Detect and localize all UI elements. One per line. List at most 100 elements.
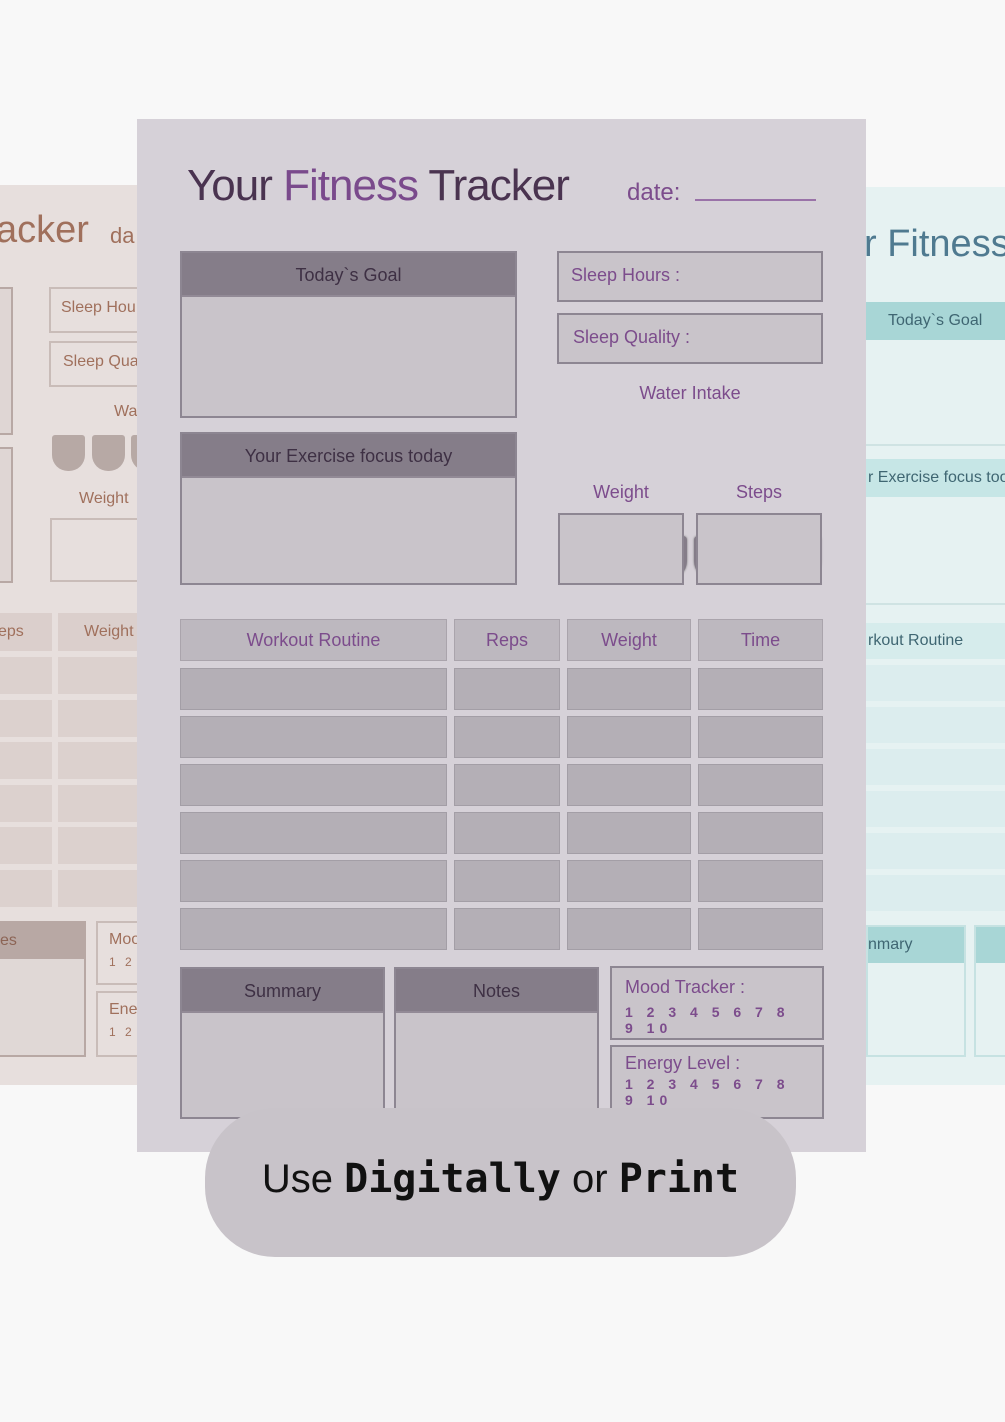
table-header-cell: Reps	[454, 619, 560, 661]
left-energy-box: Ene 1 2	[96, 991, 140, 1057]
left-sheet-preview: acker da Sleep Hou Sleep Qua Wa Weight e…	[0, 185, 140, 1085]
exercise-focus-header: Your Exercise focus today	[182, 434, 515, 478]
left-goal-box	[0, 287, 13, 435]
table-cell[interactable]	[180, 812, 447, 854]
title-tracker: Tracker	[417, 161, 569, 210]
left-table-cell	[0, 742, 52, 779]
left-sleep-quality: Sleep Qua	[49, 341, 140, 387]
left-table-cell	[58, 827, 140, 864]
left-notes-box: es	[0, 921, 86, 1057]
right-summary: nmary	[868, 927, 964, 963]
table-cell[interactable]	[180, 764, 447, 806]
right-exercise: r Exercise focus too	[866, 459, 1005, 497]
mood-scale[interactable]: 1 2 3 4 5 6 7 8 9 10	[625, 1004, 790, 1036]
table-cell[interactable]	[698, 860, 823, 902]
right-table-row	[866, 749, 1005, 785]
banner-digitally: Digitally	[344, 1156, 561, 1202]
right-table-row	[866, 665, 1005, 701]
table-cell[interactable]	[567, 764, 691, 806]
sleep-hours-field[interactable]: Sleep Hours :	[557, 251, 823, 302]
energy-level-label: Energy Level :	[625, 1053, 741, 1073]
title-your: Your	[187, 161, 284, 210]
table-cell[interactable]	[567, 668, 691, 710]
left-table-cell	[58, 784, 140, 822]
table-cell[interactable]	[454, 860, 560, 902]
left-notes: es	[0, 923, 84, 959]
table-cell[interactable]	[698, 764, 823, 806]
left-table-cell	[0, 784, 52, 822]
left-table-cell	[0, 869, 52, 907]
left-date: da	[110, 223, 135, 248]
right-notes-box	[974, 925, 1005, 1057]
table-cell[interactable]	[698, 716, 823, 758]
energy-level-box[interactable]: Energy Level : 1 2 3 4 5 6 7 8 9 10	[610, 1045, 824, 1119]
todays-goal-box[interactable]: Today`s Goal	[180, 251, 517, 418]
table-cell[interactable]	[454, 812, 560, 854]
left-table-cell	[58, 742, 140, 779]
right-table-row	[866, 707, 1005, 743]
fitness-tracker-sheet: Your Fitness Tracker date: Today`s Goal …	[137, 119, 866, 1152]
left-water: Wa	[114, 403, 138, 420]
left-energy-scale: 1 2	[109, 1025, 135, 1039]
water-intake-label: Water Intake	[639, 383, 741, 403]
table-cell[interactable]	[180, 668, 447, 710]
weight-field[interactable]	[558, 513, 684, 585]
left-title: acker	[0, 209, 89, 251]
table-cell[interactable]	[454, 668, 560, 710]
left-cup-icon	[52, 435, 85, 471]
table-cell[interactable]	[567, 860, 691, 902]
left-col-steps: eps	[0, 613, 52, 651]
energy-scale[interactable]: 1 2 3 4 5 6 7 8 9 10	[625, 1076, 790, 1108]
table-header-cell: Weight	[567, 619, 691, 661]
left-table-cell	[58, 699, 140, 737]
use-digitally-or-print-banner: Use Digitally or Print	[205, 1108, 796, 1257]
notes-header: Notes	[396, 969, 597, 1013]
banner-or: or	[560, 1157, 619, 1201]
table-cell[interactable]	[180, 908, 447, 950]
title-fitness: Fitness	[283, 161, 419, 210]
steps-label: Steps	[735, 482, 783, 502]
right-routine: rkout Routine	[866, 623, 1005, 659]
date-field[interactable]	[695, 199, 816, 201]
left-table-cell	[58, 869, 140, 907]
table-cell[interactable]	[698, 668, 823, 710]
right-goal: Today`s Goal	[866, 302, 1005, 340]
left-table-cell	[0, 827, 52, 864]
mood-tracker-label: Mood Tracker :	[625, 977, 746, 997]
table-cell[interactable]	[698, 812, 823, 854]
table-cell[interactable]	[567, 716, 691, 758]
table-cell[interactable]	[567, 812, 691, 854]
table-cell[interactable]	[567, 908, 691, 950]
notes-box[interactable]: Notes	[394, 967, 599, 1119]
table-cell[interactable]	[454, 908, 560, 950]
left-mood: Moo	[109, 931, 140, 948]
left-weight: Weight	[79, 490, 129, 507]
table-cell[interactable]	[454, 764, 560, 806]
table-cell[interactable]	[698, 908, 823, 950]
left-exercise-box	[0, 447, 13, 583]
summary-box[interactable]: Summary	[180, 967, 385, 1119]
mood-tracker-box[interactable]: Mood Tracker : 1 2 3 4 5 6 7 8 9 10	[610, 966, 824, 1040]
left-table-cell	[0, 699, 52, 737]
table-cell[interactable]	[180, 860, 447, 902]
todays-goal-header: Today`s Goal	[182, 253, 515, 297]
right-summary-box: nmary	[866, 925, 966, 1057]
right-table-row	[866, 791, 1005, 827]
steps-field[interactable]	[696, 513, 822, 585]
left-cup-icon	[92, 435, 125, 471]
left-table-cell	[0, 657, 52, 694]
left-mood-box: Moo 1 2	[96, 921, 140, 985]
table-cell[interactable]	[454, 716, 560, 758]
left-sleep-hours: Sleep Hou	[49, 287, 140, 333]
right-goal-body	[866, 340, 1005, 446]
table-cell[interactable]	[180, 716, 447, 758]
date-label: date:	[627, 179, 681, 206]
left-col-weight: Weight	[58, 613, 140, 651]
banner-print: Print	[618, 1156, 740, 1202]
exercise-focus-box[interactable]: Your Exercise focus today	[180, 432, 517, 585]
table-header-cell: Workout Routine	[180, 619, 447, 661]
sleep-quality-field[interactable]: Sleep Quality :	[557, 313, 823, 364]
right-exercise-body	[866, 497, 1005, 605]
summary-header: Summary	[182, 969, 383, 1013]
right-table-row	[866, 875, 1005, 911]
